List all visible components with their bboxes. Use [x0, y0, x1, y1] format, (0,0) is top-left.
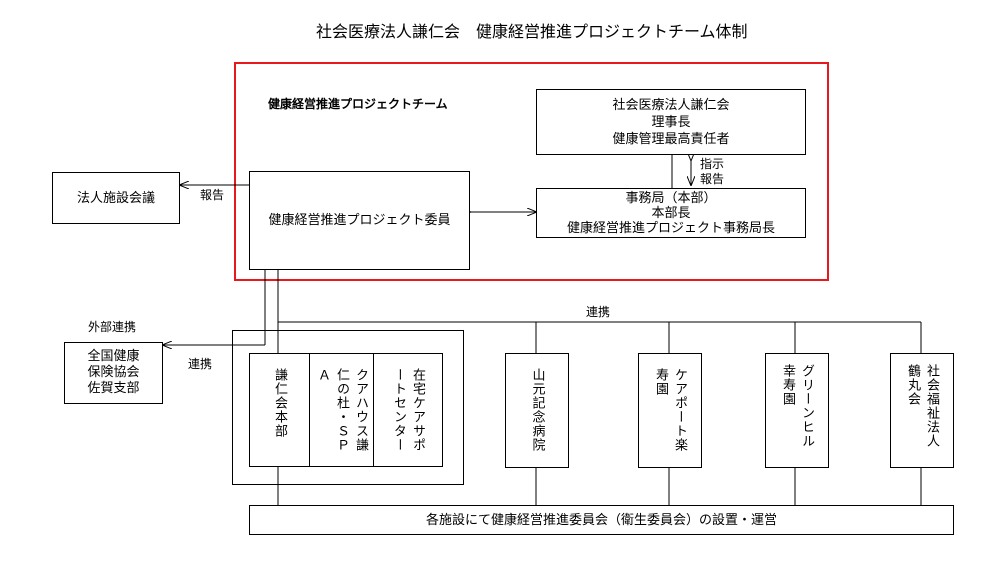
committee-box: 健康経営推進プロジェクト委員: [249, 171, 470, 270]
team-label: 健康経営推進プロジェクトチーム: [268, 97, 448, 111]
headquarters-group-frame: [232, 330, 464, 485]
chairman-box: 社会医療法人謙仁会 理事長 健康管理最高責任者: [536, 89, 806, 155]
facility-tsurumaru-label: 社会福祉法人鶴丸会: [905, 364, 939, 448]
bottom-bar: 各施設にて健康経営推進委員会（衛生委員会）の設置・運営: [249, 505, 954, 535]
group-col-homecare-label: 在宅ケアサポートセンター: [391, 368, 425, 452]
group-col-hq: 謙仁会本部: [250, 354, 310, 466]
facility-careport: ケアポート楽寿園: [638, 353, 702, 468]
group-col-hq-label: 謙仁会本部: [272, 368, 287, 438]
secretariat-role: 健康経営推進プロジェクト事務局長: [566, 220, 775, 236]
renkei-label-left: 連携: [188, 357, 213, 371]
report-label-right: 報告: [700, 172, 725, 186]
committee-label: 健康経営推進プロジェクト委員: [268, 213, 451, 228]
group-col-kurhaus: クアハウス謙仁の杜・ＳＰＡ: [310, 354, 374, 466]
facility-tsurumaru: 社会福祉法人鶴丸会: [890, 353, 954, 468]
secretariat-title: 本部長: [651, 205, 691, 221]
external-box: 全国健康 保険協会 佐賀支部: [64, 342, 163, 404]
team-frame: [234, 62, 829, 281]
report-label-left: 報告: [200, 188, 225, 202]
facility-careport-label: ケアポート楽寿園: [653, 368, 687, 452]
facility-meeting-label: 法人施設会議: [76, 190, 155, 206]
chairman-org: 社会医療法人謙仁会: [612, 97, 730, 113]
secretariat-box: 事務局（本部） 本部長 健康経営推進プロジェクト事務局長: [536, 188, 806, 238]
facility-meeting-box: 法人施設会議: [52, 172, 180, 224]
chairman-role: 健康管理最高責任者: [612, 131, 730, 147]
group-col-kurhaus-label: クアハウス謙仁の杜・ＳＰＡ: [315, 368, 368, 452]
facility-yamamoto: 山元記念病院: [505, 353, 569, 468]
facility-greenhill: グリーンヒル幸寿園: [765, 353, 829, 468]
headquarters-group: 謙仁会本部 クアハウス謙仁の杜・ＳＰＡ 在宅ケアサポートセンター: [249, 353, 443, 467]
secretariat-dept: 事務局（本部）: [625, 190, 717, 206]
instruct-label: 指示: [700, 157, 725, 171]
external-line-2: 保険協会: [87, 365, 140, 380]
group-col-homecare: 在宅ケアサポートセンター: [374, 354, 442, 466]
bottom-bar-label: 各施設にて健康経営推進委員会（衛生委員会）の設置・運営: [425, 512, 777, 528]
external-line-1: 全国健康: [87, 349, 140, 364]
page-title: 社会医療法人謙仁会 健康経営推進プロジェクトチーム体制: [316, 22, 748, 41]
external-label: 外部連携: [88, 320, 137, 334]
facility-greenhill-label: グリーンヒル幸寿園: [780, 364, 814, 448]
external-line-3: 佐賀支部: [87, 381, 140, 396]
facility-yamamoto-label: 山元記念病院: [529, 368, 545, 452]
renkei-label-top: 連携: [586, 305, 611, 319]
chairman-title: 理事長: [651, 114, 691, 130]
